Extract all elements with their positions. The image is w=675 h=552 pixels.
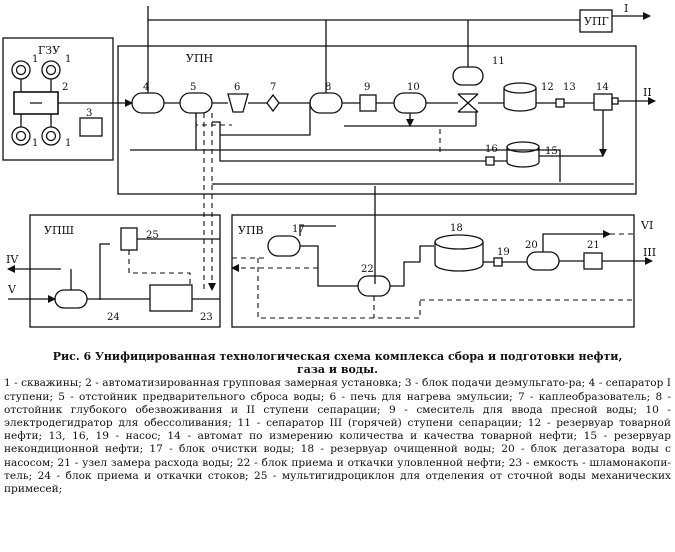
caption-legend: 1 - скважины; 2 - автоматизированная гру… — [4, 377, 671, 496]
num-8: 8 — [325, 82, 331, 93]
upsh-label: УПШ — [44, 224, 74, 237]
upg-block — [579, 9, 613, 33]
num-21: 21 — [587, 240, 600, 251]
num-16: 16 — [485, 144, 498, 155]
num-18: 18 — [450, 223, 463, 234]
num-12: 12 — [541, 82, 554, 93]
upsh-block — [29, 214, 221, 328]
num-1c: 1 — [32, 138, 38, 149]
num-19: 19 — [497, 247, 510, 258]
gzu-block — [2, 37, 114, 161]
stream-4: IV — [6, 253, 19, 266]
fresh-water-mixer — [359, 94, 377, 112]
num-25: 25 — [146, 230, 159, 241]
upn-block — [117, 45, 637, 195]
drop-former — [266, 93, 280, 113]
num-4: 4 — [143, 82, 149, 93]
stream-3: III — [643, 246, 656, 259]
well-top-left — [11, 60, 31, 80]
caption-subtitle: газа и воды. — [296, 363, 378, 377]
pump-16 — [485, 156, 495, 166]
well-top-right — [41, 60, 61, 80]
num-17: 17 — [292, 224, 305, 235]
captured-oil-unit — [357, 275, 391, 297]
off-spec-oil-tank — [506, 147, 540, 168]
separator-valve — [457, 93, 479, 113]
num-2: 2 — [62, 82, 68, 93]
stream-5: V — [7, 283, 17, 296]
separator-stage-1 — [131, 92, 165, 114]
upn-label: УПН — [186, 52, 213, 65]
num-5: 5 — [190, 82, 196, 93]
gzu-label: ГЗУ — [38, 44, 60, 57]
emulsion-heater — [227, 93, 249, 113]
deep-dehydration-settler — [309, 92, 343, 114]
figure-caption: Рис. 6 Унифицированная технологическая с… — [4, 350, 671, 496]
stream-6: VI — [640, 219, 653, 232]
pump-13 — [555, 98, 565, 108]
num-10: 10 — [407, 82, 420, 93]
upv-label: УПВ — [238, 224, 264, 237]
clean-water-tank — [434, 242, 484, 272]
well-bottom-right — [41, 126, 61, 146]
num-23: 23 — [200, 312, 213, 323]
water-flow-meter — [583, 252, 603, 270]
demulsifier-dosing-unit — [79, 117, 103, 137]
num-13: 13 — [563, 82, 576, 93]
num-7: 7 — [270, 82, 276, 93]
water-treatment-unit — [267, 235, 301, 257]
num-22: 22 — [361, 264, 374, 275]
num-14: 14 — [596, 82, 609, 93]
num-15: 15 — [545, 146, 558, 157]
num-11: 11 — [492, 56, 505, 67]
hot-separator-stage-3 — [452, 66, 484, 86]
num-3: 3 — [86, 108, 92, 119]
multi-hydrocyclone — [120, 227, 138, 251]
pump-19 — [493, 257, 503, 267]
water-degasser — [526, 251, 560, 271]
num-24: 24 — [107, 312, 120, 323]
electro-dehydrator — [393, 92, 427, 114]
num-20: 20 — [525, 240, 538, 251]
num-1d: 1 — [65, 138, 71, 149]
num-1a: 1 — [32, 54, 38, 65]
sludge-tank — [149, 284, 193, 312]
num-6: 6 — [234, 82, 240, 93]
stream-2: II — [643, 86, 652, 99]
settler-water-discharge — [179, 92, 213, 114]
num-9: 9 — [364, 82, 370, 93]
process-flow-diagram: ГЗУ УПН УПГ УПШ УПВ I II III IV V VI 1 1… — [2, 2, 656, 328]
commercial-oil-tank — [503, 88, 537, 112]
sewage-pump-unit — [54, 289, 88, 309]
num-1b: 1 — [65, 54, 71, 65]
stream-1: I — [624, 2, 628, 15]
well-bottom-left — [11, 126, 31, 146]
upg-label: УПГ — [584, 15, 609, 28]
metering-automat — [593, 93, 613, 111]
caption-title: Рис. 6 Унифицированная технологическая с… — [52, 350, 623, 363]
